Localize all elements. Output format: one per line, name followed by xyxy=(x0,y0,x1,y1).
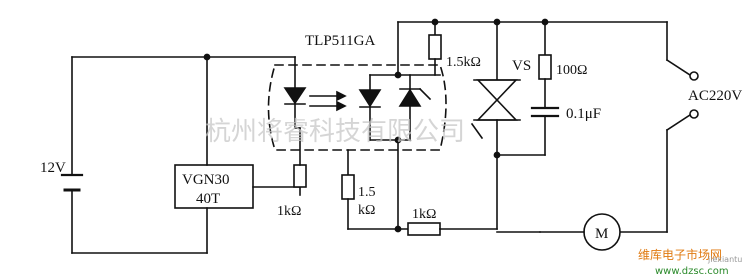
optocoupler-outline xyxy=(267,64,447,151)
light-arrows xyxy=(309,90,347,112)
r100-label: 100Ω xyxy=(556,63,587,78)
resistor-1-5k-mid xyxy=(341,174,355,200)
r1k-left-label: 1kΩ xyxy=(277,204,301,219)
ac-terminal-top xyxy=(689,71,699,81)
r1k-bottom-label: 1kΩ xyxy=(412,207,436,222)
cap-label: 0.1μF xyxy=(566,106,601,122)
triac-lower xyxy=(476,98,518,121)
resistor-100 xyxy=(538,54,552,80)
triac-upper xyxy=(476,79,518,102)
photo-scr-1 xyxy=(358,89,382,108)
corner-brand-logo: 维库电子市场网 www.dzsc.com jiexiantu xyxy=(638,247,742,277)
sensor-label-2: 40T xyxy=(196,191,220,207)
battery-12v xyxy=(60,56,84,254)
led-triangle xyxy=(283,87,307,105)
resistor-1k-left xyxy=(293,164,307,188)
r15k-mid-label-a: 1.5 xyxy=(358,185,376,200)
watermark-text: 杭州将睿科技有限公司 xyxy=(205,117,465,147)
junction-dot xyxy=(203,53,211,61)
svg-text:www.dzsc.com: www.dzsc.com xyxy=(655,266,729,277)
r15k-mid-label-b: kΩ xyxy=(358,203,375,218)
ac-label: AC220V xyxy=(688,88,742,104)
sensor-label-1: VGN30 xyxy=(182,172,230,188)
ic-part-label: TLP511GA xyxy=(305,33,375,49)
resistor-1-5k-top xyxy=(428,34,442,60)
ac-terminal-bottom xyxy=(689,109,699,119)
svg-text:维库电子市场网: 维库电子市场网 xyxy=(638,247,722,262)
svg-text:jiexiantu: jiexiantu xyxy=(707,255,742,264)
resistor-1k-bottom xyxy=(407,222,441,236)
photo-scr-2 xyxy=(398,88,422,107)
vs-label: VS xyxy=(512,58,531,74)
motor-label: M xyxy=(595,226,608,242)
supply-label: 12V xyxy=(40,160,66,176)
r15k-top-label: 1.5kΩ xyxy=(446,55,481,70)
